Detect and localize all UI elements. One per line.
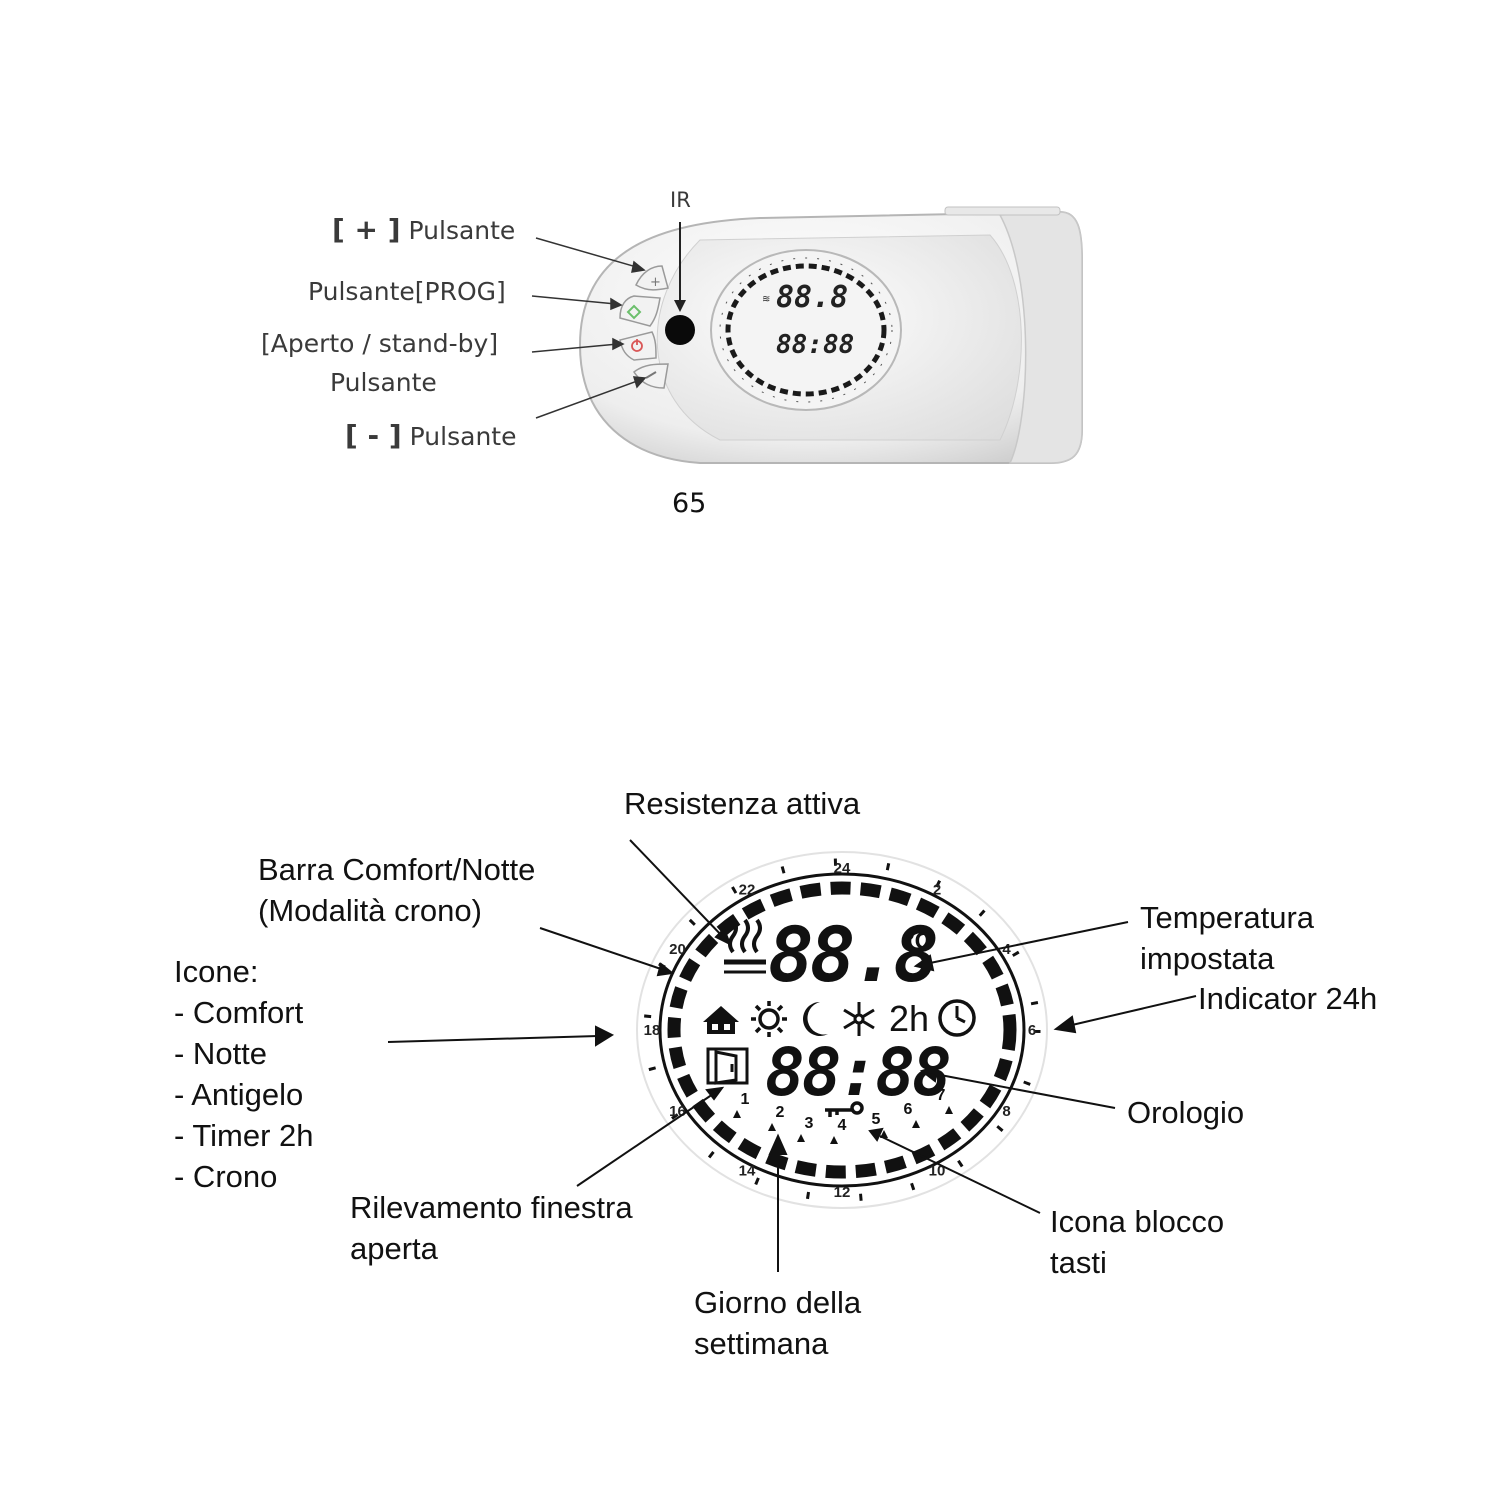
icone-list: Icone: - Comfort - Notte - Antigelo - Ti… [174,951,314,1197]
icone-list-item: - Crono [174,1159,278,1194]
comfort-night-bar [667,881,1017,1179]
day-number: 3 [805,1115,814,1132]
hour-number: 22 [739,882,756,899]
day-marker-icon [733,1110,741,1118]
lcd-clock-digits: 88:88 [765,1034,952,1111]
day-number: 4 [838,1117,847,1134]
snowflake-icon [843,1002,875,1036]
ir-sensor [665,315,695,345]
hour-number: 8 [1002,1103,1010,1120]
prog-button-label: Pulsante[PROG] [308,277,506,306]
celsius-unit: °C [905,928,932,955]
hour-number: 14 [739,1162,756,1179]
orologio-label: Orologio [1127,1095,1245,1130]
icona-blocco-label: Icona blocco tasti [1050,1204,1225,1280]
standby-button-label-line1: [Aperto / stand-by] [261,329,499,358]
rilevamento-finestra-label: Rilevamento finestra aperta [350,1190,633,1266]
icone-list-item: - Comfort [174,995,304,1030]
day-number: 5 [872,1111,881,1128]
svg-text:+: + [650,275,661,290]
open-window-icon [706,1047,749,1085]
page-number: 65 [672,488,707,519]
hour-number: 10 [929,1162,946,1179]
comfort-house-icon [703,1006,739,1034]
lcd-temperature-digits: 88.8 [768,910,939,999]
sun-icon [751,1001,787,1037]
standby-button-label-line2: Pulsante [330,368,437,397]
timer-2h-label: 2h [889,998,930,1039]
minus-button-label: [ - ] Pulsante [345,419,517,452]
crono-clock-icon [938,999,976,1037]
day-marker-icon [912,1120,920,1128]
small-lcd-display: ≋ [710,249,902,411]
hour-number: 12 [834,1184,851,1201]
day-number: 7 [937,1087,946,1104]
day-marker-icon [768,1123,776,1131]
key-lock-icon [825,1101,864,1117]
small-lcd-temp: 88.8 [776,280,849,315]
prog-button[interactable] [619,295,661,327]
day-marker-icon [945,1106,953,1114]
icone-list-item: - Antigelo [174,1077,304,1112]
resistenza-attiva-label: Resistenza attiva [624,786,861,821]
small-lcd-time: 88:88 [776,330,855,360]
icone-list-item: - Timer 2h [174,1118,314,1153]
indicator-24h-label: Indicator 24h [1198,981,1378,1016]
hour-number: 2 [933,882,941,899]
icone-list-title: Icone: [174,954,259,989]
plus-button[interactable]: + [635,265,669,291]
day-number: 1 [741,1091,750,1108]
day-number: 2 [776,1104,785,1121]
day-marker-icon [830,1136,838,1144]
heater-icon [724,918,766,974]
giorno-settimana-label: Giorno della settimana [694,1285,862,1361]
lcd-diagram [636,851,1048,1209]
day-number: 6 [904,1101,913,1118]
moon-icon [803,1002,828,1036]
standby-button[interactable] [619,331,657,361]
day-indicators: 1 2 3 4 5 6 7 [733,1087,953,1144]
day-marker-icon [797,1134,805,1142]
hour-number: 24 [834,860,851,877]
hour-number: 18 [644,1022,661,1039]
barra-comfort-label: Barra Comfort/Notte (Modalità crono) [258,852,536,928]
hour-number: 4 [1002,941,1011,958]
svg-text:≋: ≋ [762,294,770,305]
hour-number: 20 [669,941,686,958]
hour-number: 6 [1028,1022,1036,1039]
plus-button-label: [ + ] Pulsante [332,213,516,246]
temperatura-impostata-label: Temperatura impostata [1140,900,1315,976]
icone-list-item: - Notte [174,1036,268,1071]
ir-label: IR [670,188,691,212]
